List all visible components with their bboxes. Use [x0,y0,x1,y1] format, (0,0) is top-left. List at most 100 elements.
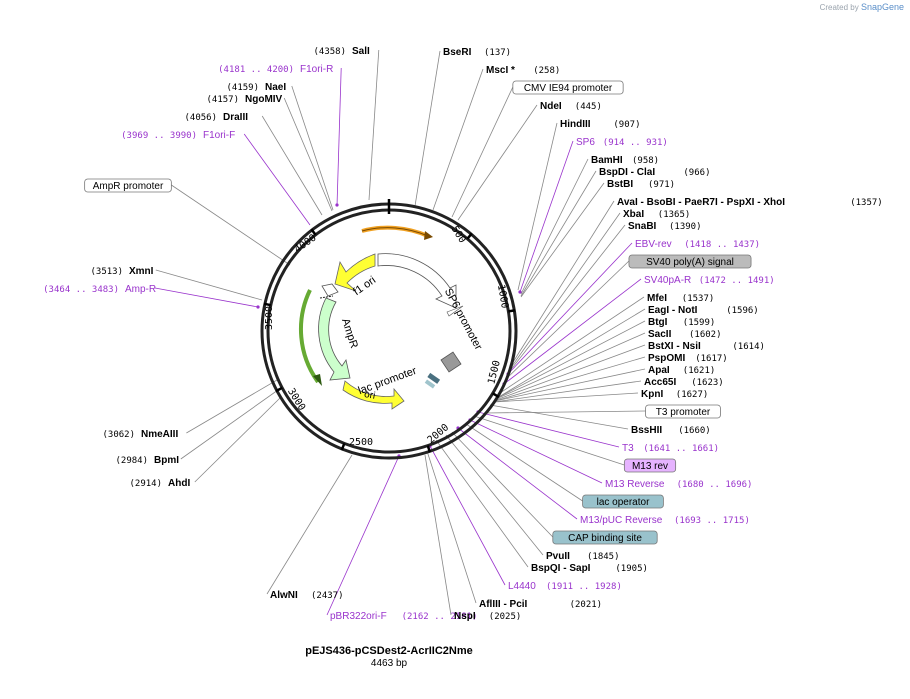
site-position: (1602) [689,330,722,340]
site-position: (1641 .. 1661) [643,444,719,454]
site-position: (258) [533,66,560,76]
site-label-bstxi-nsii: BstXI - NsiI(1614) [648,341,765,352]
leader-line [520,182,605,298]
site-label-mfei: MfeI(1537) [647,293,714,304]
site-name: F1ori-F [203,130,235,141]
site-name: AvaI - BsoBI - PaeR7I - PspXI - XhoI [617,197,785,208]
site-label-bseri: BseRI(137) [443,47,511,58]
feature-label-sp6-promoter: SP6 promoter [442,286,485,352]
leader-line [496,320,646,399]
leader-line [519,140,574,293]
leader-line [243,133,311,226]
site-label-ndei: NdeI (445) [540,101,602,112]
site-position: (4157) [206,95,239,105]
tick-mark [492,392,500,398]
leader-line [520,158,589,295]
site-label-nmeaiii: (3062)NmeAIII [102,429,178,440]
feature-box [628,254,752,269]
site-label-m13-puc-reverse: M13/pUC Reverse(1693 .. 1715) [580,515,750,526]
leader-line [155,269,263,301]
site-name: XbaI [623,209,644,220]
leader-line [291,85,334,211]
site-position: (445) [575,102,602,112]
feature-box-label: lac operator [597,497,650,508]
site-label-avai-bsobi-paer7i-pspxi-xhoi: AvaI - BsoBI - PaeR7I - PspXI - XhoI (135… [617,197,883,208]
site-label-xbai: XbaI (1365) [623,209,690,220]
site-position: (1617) [695,354,728,364]
site-label-cmv-ie94-promoter: CMV IE94 promoter [512,80,624,95]
site-label-amp-r: (3464 .. 3483)Amp-R [43,284,156,295]
leader-line [457,104,538,221]
site-name: Amp-R [125,284,156,295]
site-position: (2021) [570,600,603,610]
site-position: (1472 .. 1491) [699,276,775,286]
site-label-bamhi: BamHI(958) [591,155,659,166]
site-label-ampr-promoter: AmpR promoter [84,178,172,193]
site-name: SalI [352,46,370,57]
site-name: DraIII [223,112,248,123]
site-name: NdeI [540,101,562,112]
sv40-polya-feature [440,351,462,373]
site-label-btgi: BtgI(1599) [648,317,715,328]
ori-feature [342,380,405,410]
feature-box-label: M13 rev [632,461,668,472]
site-label-ebv-rev: EBV-rev(1418 .. 1437) [635,239,760,250]
site-position: (966) [683,168,710,178]
leader-line [473,415,625,466]
site-labels: (4358)SalI(4181 .. 4200)F1ori-R(4159)Nae… [43,46,883,622]
site-name: L4440 [508,581,536,592]
primer-site-marker [335,203,339,207]
site-position: (958) [632,156,659,166]
site-name: AhdI [168,478,190,489]
plasmid-title: pEJS436-pCSDest2-AcrIIC2Nme [305,645,473,657]
feature-box [552,530,658,545]
site-label-sacii: SacII (1602) [648,329,722,340]
leader-line [194,397,281,483]
tick-mark [426,445,432,453]
site-position: (1845) [587,552,620,562]
site-name: T3 [622,443,634,454]
site-name: HindIII [560,119,591,130]
tick-mark [508,309,516,313]
leader-line [457,427,578,520]
site-name: NspI [454,611,476,622]
site-label-pspomi: PspOMI (1617) [648,353,728,364]
site-name: BstXI - NsiI [648,341,701,352]
site-label-pbr322ori-f: pBR322ori-F(2162 .. 2181) [330,611,477,622]
leader-line [180,389,279,460]
site-label-draiii: (4056)DraIII [184,112,248,123]
site-name: ApaI [648,365,670,376]
site-position: (1365) [658,210,691,220]
feature-box-label: T3 promoter [656,407,711,418]
site-name: M13 Reverse [605,479,665,490]
site-label-pvuii: PvuII (1845) [546,551,620,562]
site-label-msci: MscI *(258) [486,65,560,76]
leader-line [493,392,639,403]
site-position: (1599) [683,318,716,328]
leader-line [495,332,646,400]
leader-line [484,410,646,414]
cmv-arrowhead [424,231,433,240]
feature-box [84,178,172,193]
site-name: pBR322ori-F [330,611,387,622]
leader-line [429,445,506,586]
site-label-bspdi-clai: BspDI - ClaI(966) [599,167,710,178]
plasmid-size: 4463 bp [371,658,408,669]
leader-line [368,49,380,201]
site-label-kpni: KpnI(1627) [641,389,708,400]
site-label-f1ori-r: (4181 .. 4200)F1ori-R [218,64,333,75]
leader-line [493,380,642,403]
primer-site-marker [518,290,522,294]
site-name: PspOMI [648,353,685,364]
site-label-ngomiv: (4157)NgoMIV [206,94,282,105]
site-name: SacII [648,329,672,340]
site-position: (1357) [850,198,883,208]
leader-line [507,242,633,375]
leader-line [503,278,642,385]
site-position: (4159) [226,83,259,93]
site-label-sv40-poly-a-signal: SV40 poly(A) signal [628,254,752,269]
ampr-promoter-dash [319,295,334,299]
site-name: PvuII [546,551,570,562]
site-label-l4440: L4440(1911 .. 1928) [508,581,622,592]
snapgene-credit: Created by SnapGene [820,2,904,12]
